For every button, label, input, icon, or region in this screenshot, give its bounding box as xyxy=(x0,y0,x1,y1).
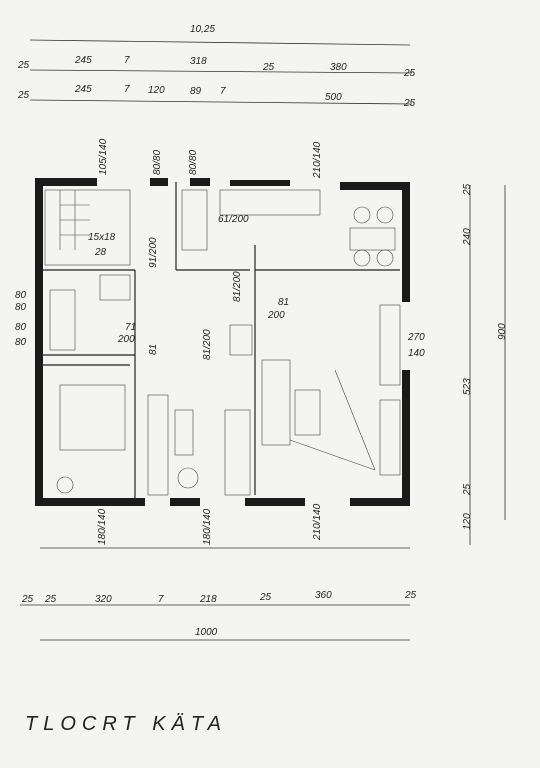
label-91-200: 91/200 xyxy=(148,237,159,268)
stair-label: 15x18 xyxy=(88,232,116,243)
label-80-d: 80 xyxy=(15,337,27,348)
dim-b1-2: 320 xyxy=(95,594,112,605)
staircase: 15x18 28 xyxy=(44,189,131,266)
label-80-80-b: 80/80 xyxy=(188,150,199,175)
bottom-window-1: 180/140 xyxy=(97,508,108,545)
dim-overall-top: 10,25 xyxy=(190,24,215,35)
label-81-200-a: 81/200 xyxy=(232,271,243,302)
dim-t1-5: 380 xyxy=(330,62,347,73)
dim-b1-3: 7 xyxy=(158,594,164,605)
dim-t2-6: 500 xyxy=(325,92,342,103)
plan-title: TLOCRT KÄTA xyxy=(25,713,227,735)
dim-t1-6: 25 xyxy=(403,68,416,79)
label-105-140: 105/140 xyxy=(98,138,109,175)
dim-t2-1: 245 xyxy=(74,84,92,95)
bottom-window-3: 210/140 xyxy=(312,503,323,541)
living-window-height: 140 xyxy=(408,348,425,359)
right-dim-240: 240 xyxy=(462,228,473,246)
dim-t1-0: 25 xyxy=(17,60,30,71)
dim-b-overall: 1000 xyxy=(195,627,218,638)
dim-t1-2: 7 xyxy=(124,55,130,66)
stair-count: 28 xyxy=(94,247,107,258)
dim-t2-4: 89 xyxy=(190,86,202,97)
dim-t1-3: 318 xyxy=(190,56,207,67)
label-80-a: 80 xyxy=(15,290,27,301)
right-dimensions: 25 240 900 523 25 120 xyxy=(462,183,508,545)
dim-t1-4: 25 xyxy=(262,62,275,73)
dim-t2-7: 25 xyxy=(403,98,416,109)
label-210-140: 210/140 xyxy=(312,141,323,179)
inner-walls xyxy=(40,182,400,500)
dim-t1-1: 245 xyxy=(74,55,92,66)
middle-rooms xyxy=(49,189,253,496)
dim-t2-3: 120 xyxy=(148,85,165,96)
dim-b1-0: 25 xyxy=(21,594,34,605)
dim-b1-5: 25 xyxy=(259,592,272,603)
opening-labels: 105/140 80/80 80/80 210/140 61/200 91/20… xyxy=(15,138,425,545)
label-80-c: 80 xyxy=(15,322,27,333)
dim-t2-0: 25 xyxy=(17,90,30,101)
living-window-label: 270 xyxy=(407,332,425,343)
right-dim-900: 900 xyxy=(497,323,508,340)
right-dim-25b: 25 xyxy=(462,483,473,496)
right-dim-523: 523 xyxy=(462,378,473,395)
bottom-dimensions: 25 25 320 7 218 25 360 25 1000 xyxy=(20,547,417,641)
label-200-c: 200 xyxy=(117,334,135,345)
label-80-80-a: 80/80 xyxy=(152,150,163,175)
label-81-200-b: 81 xyxy=(278,297,289,308)
label-71-200: 71 xyxy=(125,322,136,333)
right-dim-120: 120 xyxy=(462,513,473,530)
right-dim-25: 25 xyxy=(462,183,473,196)
outer-walls xyxy=(35,178,410,506)
dim-b1-4: 218 xyxy=(199,594,217,605)
label-81-200-d: 81/200 xyxy=(202,329,213,360)
dim-b1-7: 25 xyxy=(404,590,417,601)
dim-t2-2: 7 xyxy=(124,84,130,95)
label-200-b: 200 xyxy=(267,310,285,321)
dim-b1-1: 25 xyxy=(44,594,57,605)
dim-t2-5: 7 xyxy=(220,86,226,97)
living-room xyxy=(219,189,401,476)
label-61-200: 61/200 xyxy=(218,214,249,225)
dim-b1-6: 360 xyxy=(315,590,332,601)
label-81: 81 xyxy=(148,344,159,355)
bottom-window-2: 180/140 xyxy=(202,508,213,545)
bedroom xyxy=(56,384,169,496)
top-dimensions: 10,25 25 245 7 318 25 380 25 25 245 7 12… xyxy=(17,24,416,109)
label-80-b: 80 xyxy=(15,302,27,313)
